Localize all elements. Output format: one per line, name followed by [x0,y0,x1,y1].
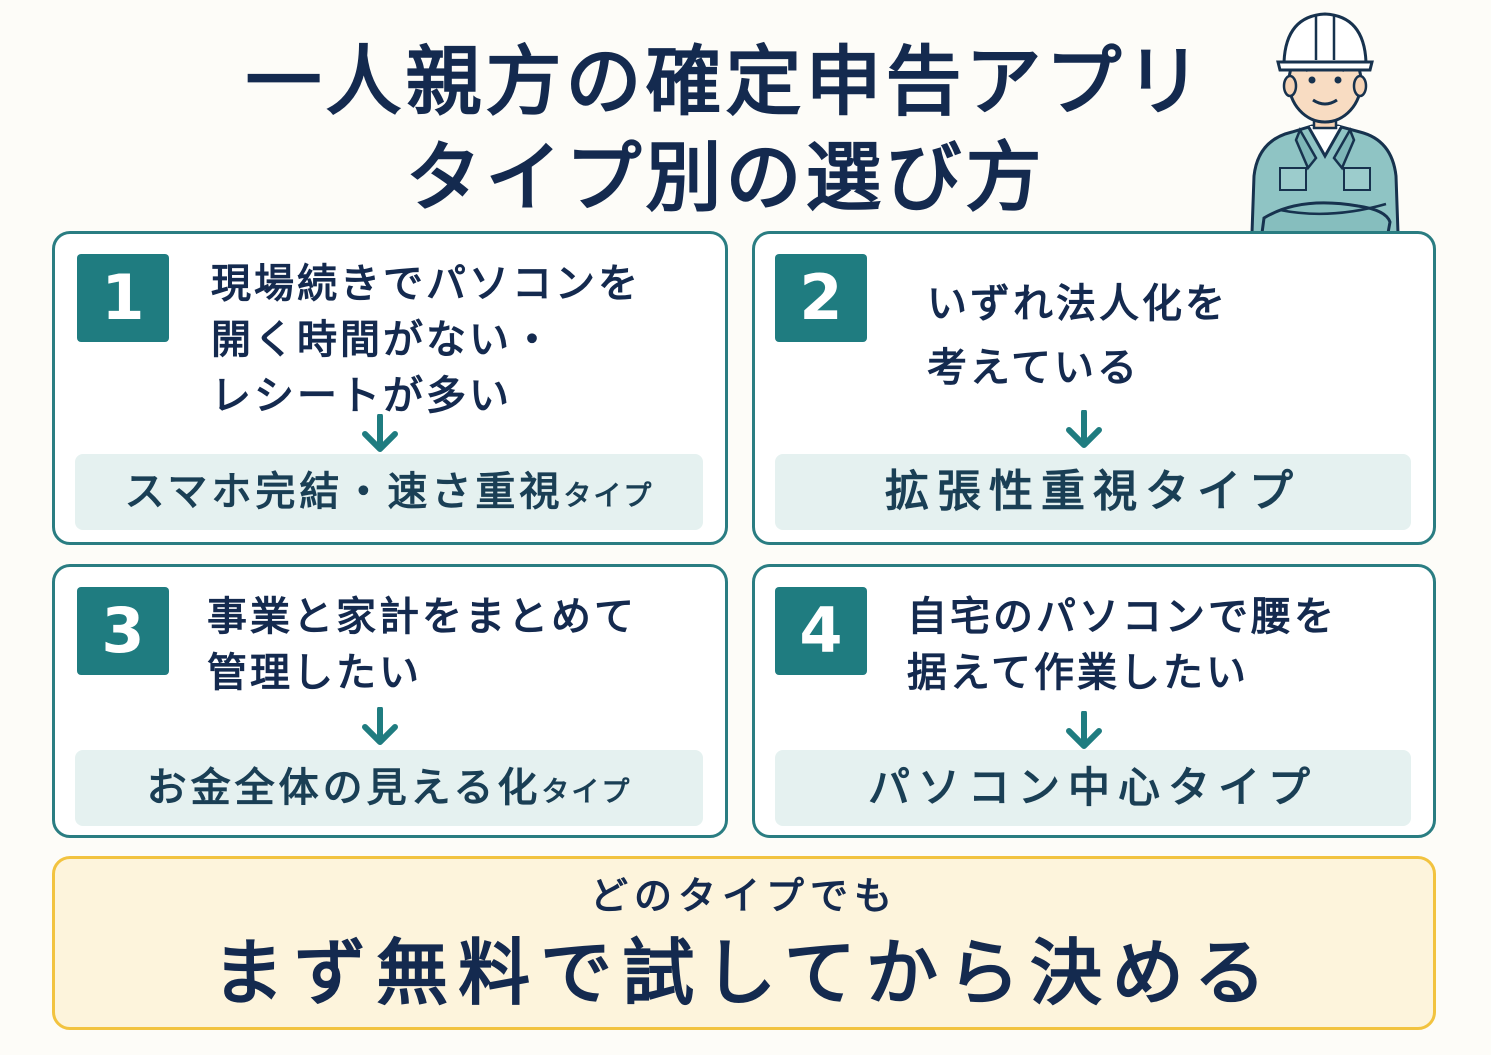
arrow-down-icon [362,414,398,452]
type-suffix-text: タイプ [563,479,654,512]
type-main-text: パソコン中心タイプ [867,763,1318,812]
card-description: 事業と家計をまとめて 管理したい [207,589,637,701]
arrow-down-icon [1066,410,1102,448]
type-card-4: 4 自宅のパソコンで腰を 据えて作業したい パソコン中心タイプ [752,564,1436,838]
recommended-type-label: スマホ完結・速さ重視タイプ [75,454,703,530]
conclusion-banner: どのタイプでも まず無料で試してから決める [52,856,1436,1030]
card-description-line: 管理したい [207,650,422,696]
card-number-badge: 3 [77,587,169,675]
card-description-line: いずれ法人化を [927,281,1228,327]
card-number-badge: 2 [775,254,867,342]
card-description: 現場続きでパソコンを 開く時間がない・ レシートが多い [211,256,641,424]
card-description-line: 考えている [927,345,1140,391]
page-title-line1: 一人親方の確定申告アプリ [245,37,1206,126]
worker-mascot-illustration [1250,12,1400,233]
card-description-line: 据えて作業したい [907,650,1249,696]
card-description: 自宅のパソコンで腰を 据えて作業したい [907,589,1337,701]
card-description-line: 事業と家計をまとめて [207,594,637,640]
arrow-down-icon [1066,711,1102,749]
type-card-2: 2 いずれ法人化を 考えている 拡張性重視タイプ [752,231,1436,545]
card-number-badge: 4 [775,587,867,675]
page-title-line2: タイプ別の選び方 [405,133,1046,222]
card-description-line: 開く時間がない・ [211,317,555,363]
type-card-1: 1 現場続きでパソコンを 開く時間がない・ レシートが多い スマホ完結・速さ重視… [52,231,728,545]
type-main-text: お金全体の見える化 [146,765,542,811]
recommended-type-label: 拡張性重視タイプ [775,454,1411,530]
arrow-down-icon [362,707,398,745]
card-description-line: 現場続きでパソコンを [211,261,641,307]
card-description: いずれ法人化を 考えている [927,272,1228,400]
type-main-text: 拡張性重視タイプ [885,466,1301,517]
type-main-text: スマホ完結・速さ重視 [124,469,564,515]
card-number-badge: 1 [77,254,169,342]
card-description-line: レシートが多い [211,373,512,419]
recommended-type-label: お金全体の見える化タイプ [75,750,703,826]
card-description-line: 自宅のパソコンで腰を [907,594,1337,640]
recommended-type-label: パソコン中心タイプ [775,750,1411,826]
conclusion-main-text: まず無料で試してから決める [212,931,1276,1015]
conclusion-subtext: どのタイプでも [589,874,898,918]
type-suffix-text: タイプ [541,775,632,808]
type-card-3: 3 事業と家計をまとめて 管理したい お金全体の見える化タイプ [52,564,728,838]
